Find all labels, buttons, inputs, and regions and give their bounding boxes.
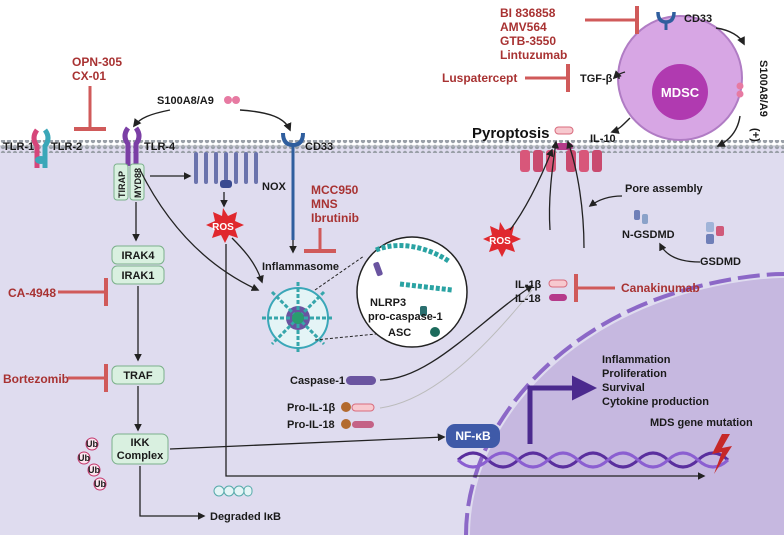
svg-text:ROS: ROS [489,236,511,247]
mdsc-cd33-label: CD33 [684,13,712,25]
drug-gtb3550: GTB-3550 [500,34,556,48]
drug-amv564: AMV564 [500,20,547,34]
inflammasome-zoom-circle [356,236,468,348]
ikk-complex-box [111,433,169,465]
drug-mns: MNS [311,197,338,211]
dna-helix [456,451,730,469]
nlrp3-label: NLRP3 [370,297,406,309]
pyroptosis-label: Pyroptosis [472,125,550,142]
drug-bortezomib: Bortezomib [3,372,69,386]
tirap-box [113,163,129,201]
inflammasome-label: Inflammasome [262,261,339,273]
outcome-inflammation: Inflammation [602,354,671,366]
pro-caspase1-label: pro-caspase-1 [368,311,443,323]
mdsc-label: MDSC [661,85,700,100]
svg-text:TRAF: TRAF [123,370,153,382]
mutation-bolt-icon [712,434,732,474]
plus-sign: (+) [749,128,761,142]
caspase1-icon [346,376,376,385]
svg-text:NF-κB: NF-κB [455,429,491,443]
traf-box [111,365,165,385]
outcome-proliferation: Proliferation [602,368,667,380]
svg-text:Ub: Ub [88,465,100,475]
drug-ca4948: CA-4948 [8,286,56,300]
pro-il1b-label: Pro-IL-1β [287,402,336,414]
svg-text:Complex: Complex [117,450,164,462]
tgfb-label: TGF-β [580,73,613,85]
nox-transporter-icon [194,152,258,188]
drug-cx01: CX-01 [72,69,106,83]
drug-bi836858: BI 836858 [500,6,556,20]
mdsc-s100-label: S100A8/A9 [757,60,769,117]
gsdmd-label: GSDMD [700,256,741,268]
nox-label: NOX [262,181,287,193]
n-gsdmd-label: N-GSDMD [622,229,675,241]
s100-ligand-icon [224,96,232,104]
tlr4-label: TLR-4 [144,141,176,153]
degraded-ikb-label: Degraded IκB [210,511,281,523]
mds-mutation-label: MDS gene mutation [650,417,753,429]
il10-label: IL-10 [590,133,616,145]
outcome-cytokine: Cytokine production [602,396,709,408]
n-gsdmd-icon [634,210,648,224]
myd88-box [129,163,145,201]
svg-text:IKK: IKK [131,437,150,449]
tlr1-label: TLR-1 [3,141,34,153]
svg-text:ROS: ROS [212,222,234,233]
il1b-label: IL-1β [515,279,542,291]
tlr4-receptor-icon [122,126,142,166]
svg-text:Ub: Ub [78,453,90,463]
asc-label: ASC [388,327,411,339]
irak4-box [111,245,165,265]
ros-burst-right [483,222,521,257]
svg-text:Ub: Ub [94,479,106,489]
drug-ibrutinib: Ibrutinib [311,211,359,225]
pro-il18-label: Pro-IL-18 [287,419,335,431]
svg-text:MYD88: MYD88 [133,168,143,198]
nuclear-envelope [464,272,784,535]
cd33-label: CD33 [305,141,333,153]
cd33-receptor-icon [281,132,305,148]
mdsc-nucleus [652,64,708,120]
drug-mcc950: MCC950 [311,183,359,197]
ubiquitin-icons: Ub Ub Ub Ub [77,437,107,491]
pore-assembly-label: Pore assembly [625,183,704,195]
inflammasome-complex-icon [262,282,334,354]
drug-canakinumab: Canakinumab [621,281,700,295]
nucleus [470,278,784,535]
drug-luspatercept: Luspatercept [442,71,517,85]
irak1-box [111,265,165,285]
svg-text:IRAK4: IRAK4 [121,250,155,262]
ros-burst-left [206,208,244,243]
caspase1-label: Caspase-1 [290,375,345,387]
degraded-ikb-icon [213,485,253,497]
il18-label: IL-18 [515,293,541,305]
drug-lintuzumab: Lintuzumab [500,48,567,62]
outcome-survival: Survival [602,382,645,394]
svg-text:TIRAP: TIRAP [117,171,127,198]
tlr2-label: TLR-2 [51,141,82,153]
drug-opn305: OPN-305 [72,55,122,69]
gsdmd-icon [706,222,724,244]
s100-ligand-label: S100A8/A9 [157,95,214,107]
svg-text:Ub: Ub [86,439,98,449]
tlr1-tlr2-receptor-icon [31,128,51,168]
svg-text:IRAK1: IRAK1 [121,270,154,282]
nfkb-box [446,424,500,448]
